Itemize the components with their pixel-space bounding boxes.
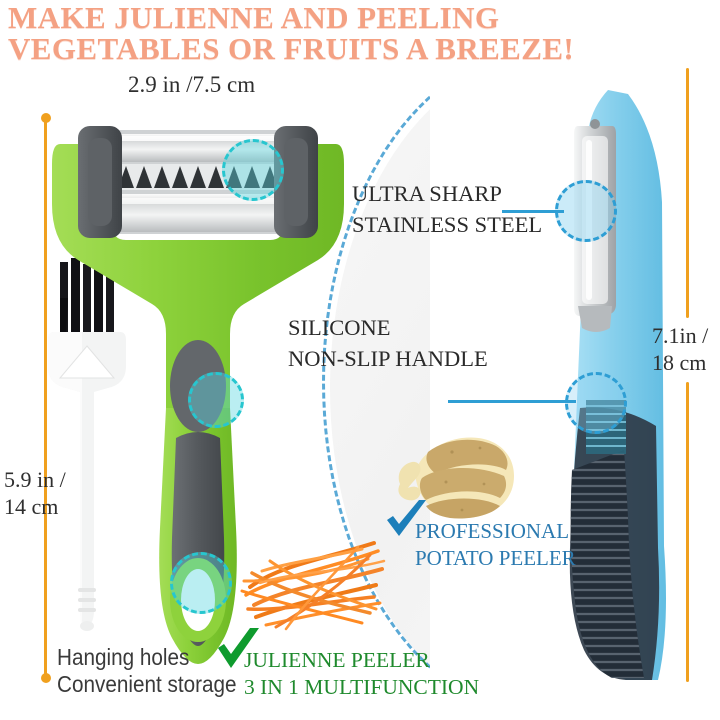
annotation-silicone-handle: SILICONE NON-SLIP HANDLE: [288, 312, 488, 374]
dimension-left-line-2: 14 cm: [4, 494, 59, 519]
peeler-green-frame: [52, 144, 344, 408]
annotation-ultra-sharp: ULTRA SHARP STAINLESS STEEL: [352, 178, 542, 240]
dimension-right-line-1: 7.1in /: [652, 323, 709, 348]
page-title: MAKE JULIENNE AND PEELING VEGETABLES OR …: [8, 2, 708, 64]
hanging-line-2: Convenient storage: [57, 671, 237, 697]
measure-line-top: [40, 113, 51, 683]
julienne-line-2: 3 IN 1 MULTIFUNCTION: [244, 675, 480, 699]
measure-line-right: [686, 68, 689, 318]
headline-line-1: MAKE JULIENNE AND PEELING: [8, 0, 500, 35]
potato-line-2: POTATO PEELER: [415, 546, 576, 570]
annotation-hanging-holes: Hanging holes Convenient storage: [57, 644, 237, 698]
peeled-potato-image: [398, 437, 514, 519]
highlight-circle-thumb-pad: [188, 372, 244, 428]
dimension-right-line-2: 18 cm: [652, 350, 707, 375]
highlight-circle-grip: [565, 372, 627, 434]
silicone-line-1: SILICONE: [288, 315, 391, 340]
julienne-line-1: JULIENNE PEELER: [244, 648, 430, 672]
leader-line-silicone: [448, 400, 576, 403]
dimension-top-text: 2.9 in /7.5 cm: [128, 72, 256, 97]
measure-line-right-lower: [686, 382, 689, 682]
blue-check-icon: [387, 500, 426, 536]
brush-bristles: [60, 258, 114, 334]
highlight-circle-blade: [222, 139, 284, 201]
highlight-circle-steel-blade: [555, 180, 617, 242]
leader-line-ultra-sharp: [502, 210, 564, 213]
green-check-icon: [218, 628, 259, 668]
headline-line-2: VEGETABLES OR FRUITS A BREEZE!: [8, 31, 575, 66]
hanging-line-1: Hanging holes: [57, 644, 190, 670]
dimension-label-left: 5.9 in / 14 cm: [4, 466, 66, 520]
dimension-label-top: 2.9 in /7.5 cm: [128, 72, 255, 98]
carrot-strands-image: [240, 541, 386, 631]
silicone-line-2: NON-SLIP HANDLE: [288, 346, 488, 371]
highlight-circle-handle: [170, 552, 232, 614]
cleaning-brush-image: [48, 258, 126, 631]
dimension-left-line-1: 5.9 in /: [4, 467, 66, 492]
ultra-sharp-line-1: ULTRA SHARP: [352, 181, 502, 206]
measure-dot-bottom: [40, 673, 51, 683]
annotation-julienne-peeler: JULIENNE PEELER 3 IN 1 MULTIFUNCTION: [244, 647, 479, 701]
dimension-label-right: 7.1in / 18 cm: [652, 322, 708, 376]
ultra-sharp-line-2: STAINLESS STEEL: [352, 212, 543, 237]
brush-hanging-hole: [58, 345, 116, 379]
measure-dot-top: [40, 113, 51, 123]
potato-line-1: PROFESSIONAL: [415, 519, 570, 543]
annotation-potato-peeler: PROFESSIONAL POTATO PEELER: [415, 518, 576, 572]
